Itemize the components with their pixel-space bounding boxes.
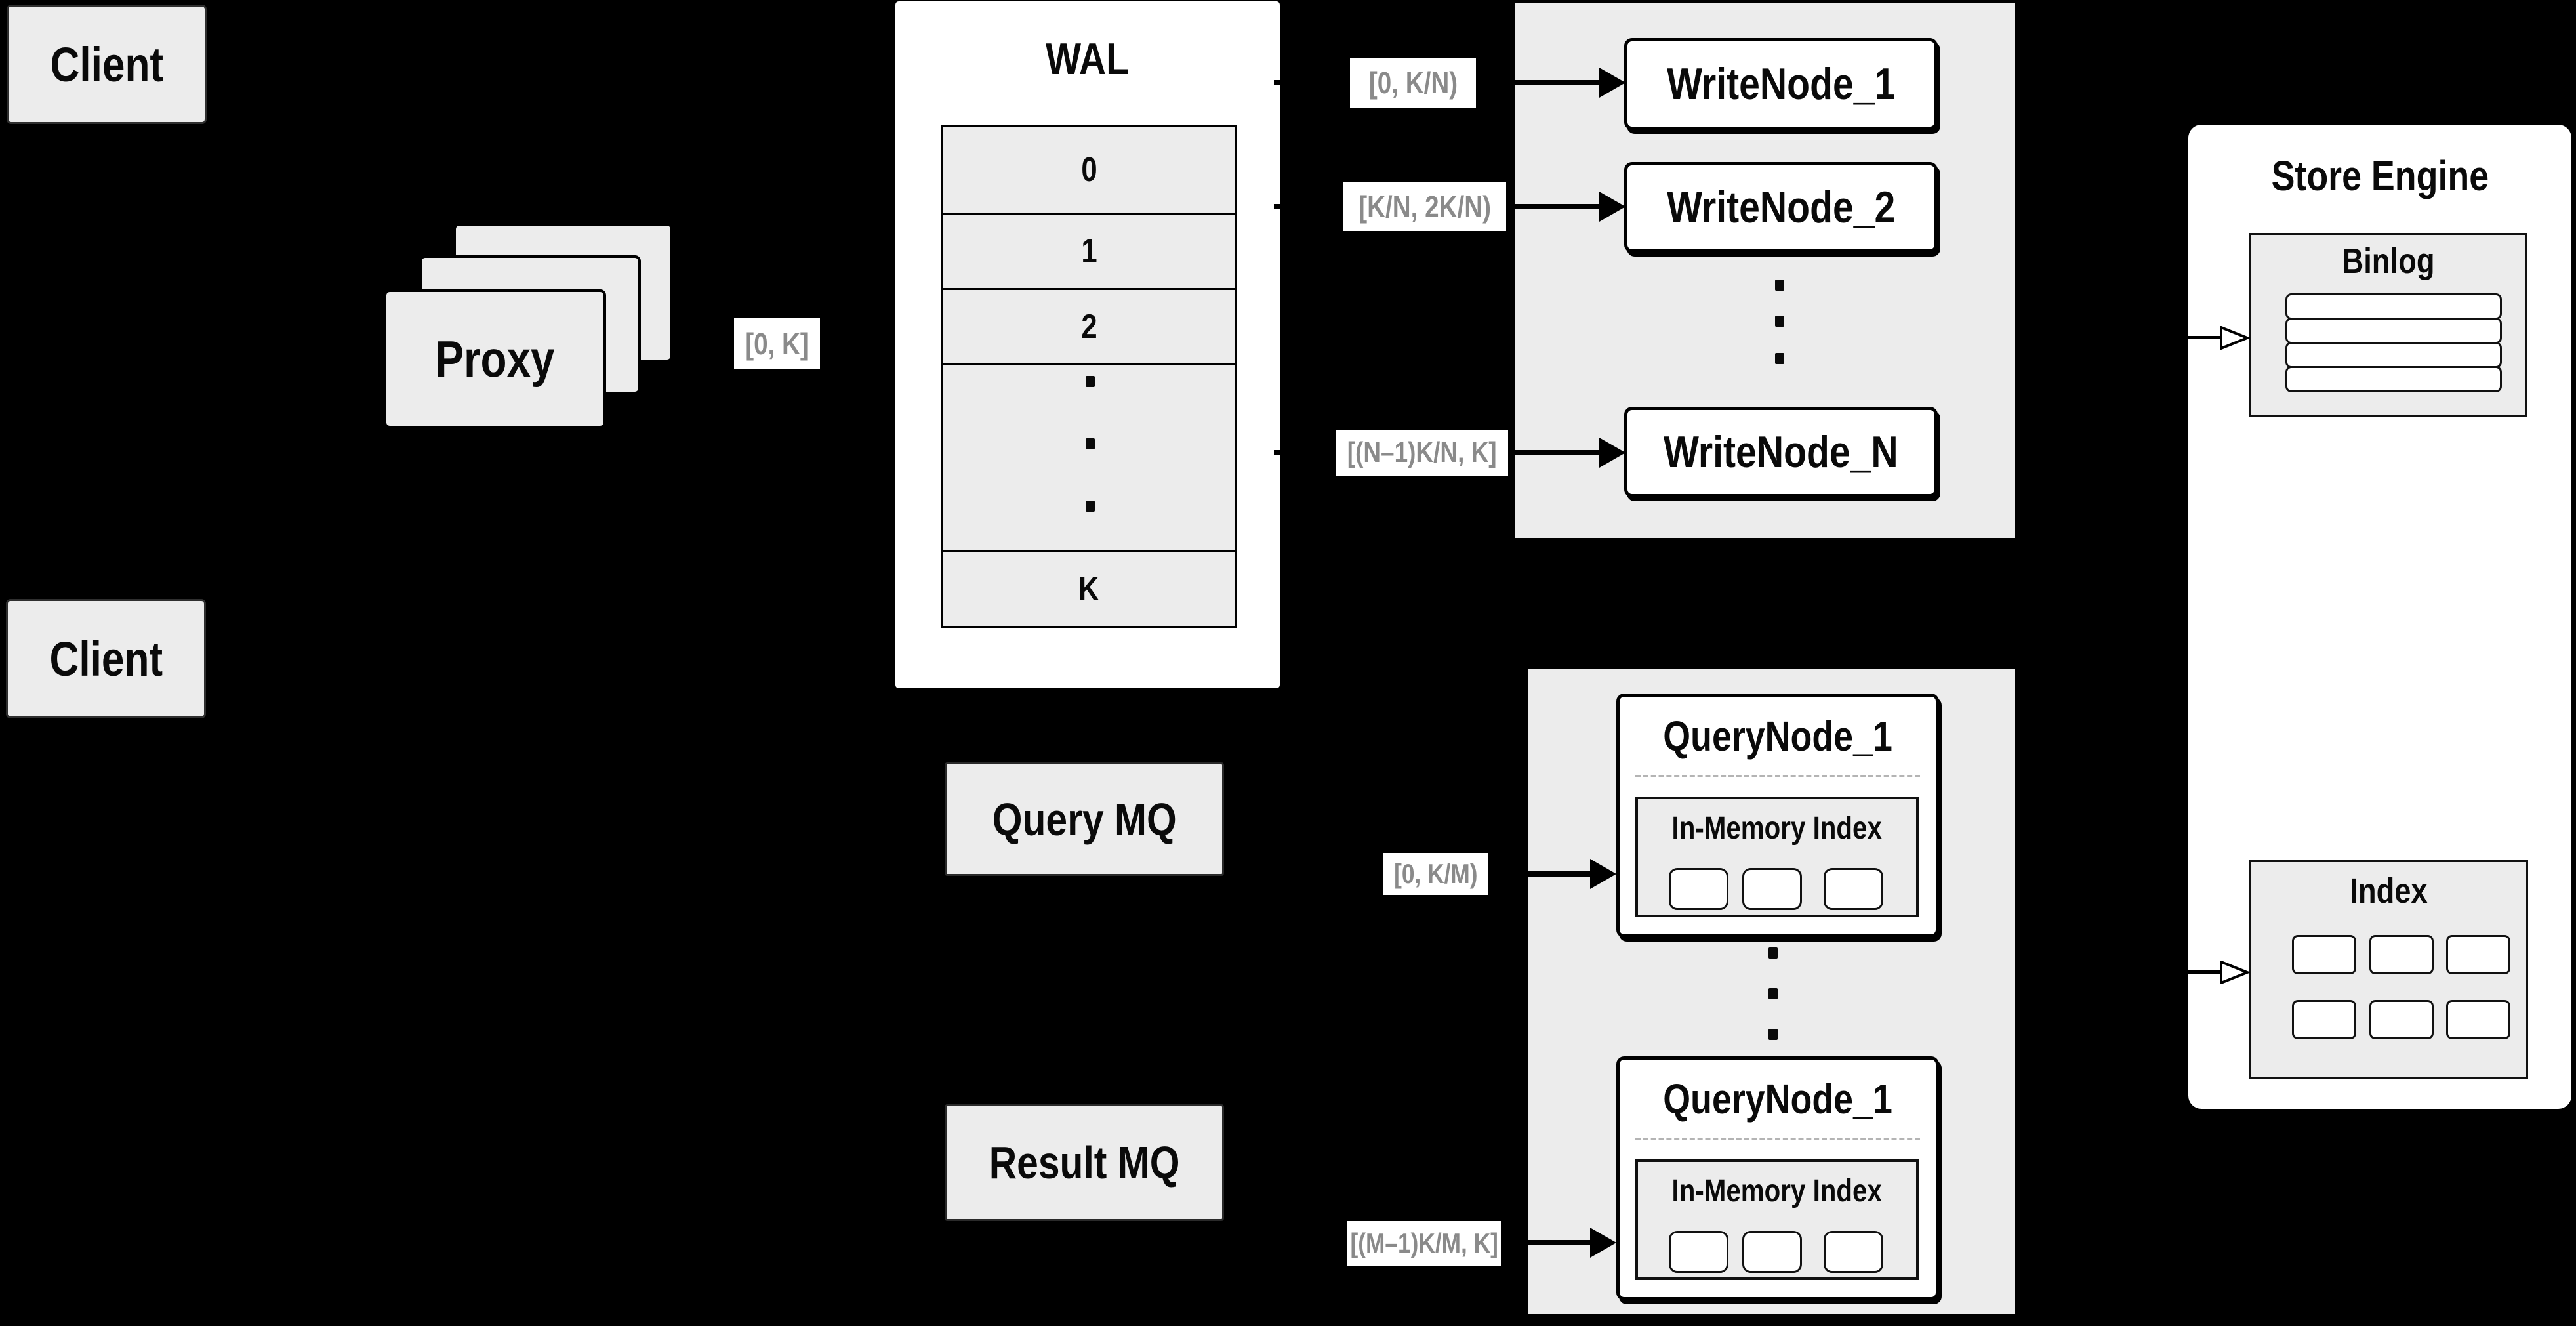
client-box-top: Client <box>7 5 207 124</box>
binlog-box: Binlog <box>2249 233 2527 417</box>
index-title: Index <box>2350 871 2428 911</box>
wal-segment-row: 1 <box>943 215 1235 290</box>
query-node-1-title-row: QueryNode_1 <box>1620 713 1936 760</box>
binlog-row <box>2285 293 2502 320</box>
index-cell <box>2369 935 2434 974</box>
query-mq-box: Query MQ <box>945 762 1224 876</box>
arrowhead-querynode-1-icon <box>1590 859 1616 889</box>
write-node-n-box: WriteNode_N <box>1624 407 1938 497</box>
wal-segment-table: 0 1 2 K <box>941 125 1237 628</box>
dashed-divider <box>1635 775 1920 777</box>
store-engine-panel: Store Engine Binlog Index <box>2188 125 2571 1109</box>
binlog-row <box>2285 342 2502 368</box>
proxy-card-front: Proxy <box>384 289 606 428</box>
memory-segment-cell <box>1669 1231 1728 1273</box>
write-node-2-box: WriteNode_2 <box>1624 162 1938 253</box>
index-cell <box>2446 935 2510 974</box>
arrowhead-querynode-2-icon <box>1590 1228 1616 1258</box>
range-label-querynode-1: [0, K/M) <box>1383 853 1488 895</box>
query-node-2-box: QueryNode_1 In-Memory Index <box>1616 1056 1939 1300</box>
in-memory-index-title: In-Memory Index <box>1671 810 1883 846</box>
range-label-writenode-n: [(N–1)K/N, K] <box>1336 430 1508 476</box>
in-memory-index-box: In-Memory Index <box>1635 1159 1919 1280</box>
binlog-title-row: Binlog <box>2251 241 2525 281</box>
result-mq-label: Result MQ <box>989 1137 1180 1188</box>
wal-panel: WAL 0 1 2 K <box>895 1 1280 688</box>
arrow-range-to-writenode-2 <box>1506 204 1602 209</box>
index-cell <box>2369 1000 2434 1039</box>
client-label: Client <box>49 631 163 686</box>
query-node-1-box: QueryNode_1 In-Memory Index <box>1616 694 1939 938</box>
store-engine-title-row: Store Engine <box>2188 150 2571 202</box>
binlog-row <box>2285 366 2502 392</box>
client-box-bottom: Client <box>6 599 206 718</box>
query-node-2-title: QueryNode_1 <box>1663 1075 1892 1123</box>
query-mq-label: Query MQ <box>992 793 1177 845</box>
in-memory-index-title: In-Memory Index <box>1671 1173 1883 1209</box>
arrow-writenodes-to-binlog <box>2158 336 2221 339</box>
wal-segment-row: 2 <box>943 290 1235 365</box>
proxy-stack: Proxy <box>384 223 676 430</box>
arrow-wal-to-range-2 <box>1274 204 1343 209</box>
open-arrowhead-index-icon <box>2220 961 2250 984</box>
index-title-row: Index <box>2251 871 2526 911</box>
memory-segment-cell <box>1742 868 1802 910</box>
arrowhead-writenode-2-icon <box>1599 192 1625 222</box>
dashed-divider <box>1635 1138 1920 1140</box>
proxy-range-label: [0, K] <box>734 318 820 369</box>
binlog-rows <box>2285 293 2502 392</box>
store-engine-title: Store Engine <box>2271 152 2489 199</box>
range-label-writenode-1: [0, K/N) <box>1350 58 1476 108</box>
index-cell <box>2292 935 2356 974</box>
memory-segment-cell <box>1824 1231 1883 1273</box>
arrow-querynodes-to-index <box>2158 970 2221 974</box>
query-node-2-title-row: QueryNode_1 <box>1620 1075 1936 1123</box>
open-arrowhead-binlog-icon <box>2220 326 2250 350</box>
query-node-1-title: QueryNode_1 <box>1663 713 1892 760</box>
result-mq-box: Result MQ <box>945 1104 1224 1221</box>
index-cell <box>2446 1000 2510 1039</box>
wal-segment-row-k: K <box>1078 570 1099 608</box>
memory-segment-cell <box>1824 868 1883 910</box>
arrowhead-writenode-1-icon <box>1599 68 1625 98</box>
binlog-title: Binlog <box>2341 241 2435 281</box>
arrow-wal-to-range-n <box>1274 450 1336 455</box>
memory-segment-cell <box>1742 1231 1802 1273</box>
write-node-1-box: WriteNode_1 <box>1624 38 1938 130</box>
arrowhead-writenode-n-icon <box>1599 438 1625 468</box>
proxy-label: Proxy <box>435 329 555 388</box>
index-box: Index <box>2249 860 2528 1079</box>
arrow-range-to-writenode-n <box>1508 450 1602 455</box>
wal-title: WAL <box>1046 34 1130 84</box>
wal-segment-row: 0 <box>943 127 1235 215</box>
memory-segment-cell <box>1669 868 1728 910</box>
wal-ellipsis-row <box>943 365 1235 552</box>
index-cell <box>2292 1000 2356 1039</box>
write-node-1-label: WriteNode_1 <box>1666 59 1896 109</box>
range-label-writenode-2: [K/N, 2K/N) <box>1343 182 1506 231</box>
wal-title-row: WAL <box>895 33 1280 85</box>
range-label-querynode-2: [(M–1)K/M, K] <box>1347 1221 1501 1266</box>
binlog-row <box>2285 318 2502 344</box>
in-memory-index-box: In-Memory Index <box>1635 797 1919 917</box>
arrow-wal-to-range-1 <box>1274 80 1350 85</box>
write-node-2-label: WriteNode_2 <box>1666 182 1896 232</box>
client-label: Client <box>50 37 163 92</box>
write-node-n-label: WriteNode_N <box>1664 427 1898 477</box>
arrow-range-to-writenode-1 <box>1476 80 1602 85</box>
